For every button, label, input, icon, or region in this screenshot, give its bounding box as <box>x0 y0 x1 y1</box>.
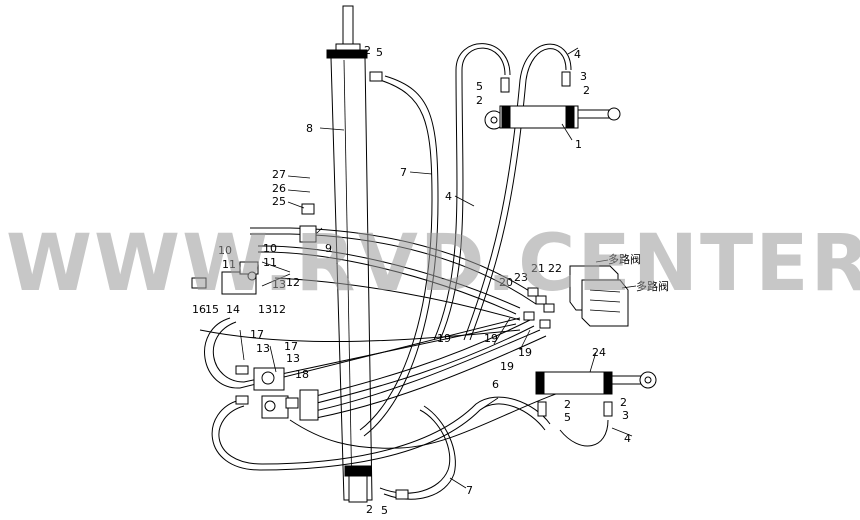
multi-way-valve <box>523 265 629 329</box>
watermark-text: WWW.RVD.CENTER <box>6 219 860 309</box>
callout-1: 1 <box>575 138 582 151</box>
callout-19d: 19 <box>500 360 514 373</box>
callout-20: 20 <box>499 276 513 289</box>
leader-lines <box>239 47 633 489</box>
callout-24: 24 <box>592 346 606 359</box>
callout-5-r: 5 <box>476 80 483 93</box>
valve-label-top: 多路阀 <box>608 252 641 266</box>
callout-5-lr: 5 <box>564 411 571 424</box>
valve-label-bottom: 多路阀 <box>636 279 669 293</box>
callout-13a: 13 <box>272 278 286 291</box>
callout-17b: 17 <box>284 340 298 353</box>
callout-12b: 12 <box>272 303 286 316</box>
callout-23: 23 <box>514 271 528 284</box>
callout-13d: 13 <box>286 352 300 365</box>
callout-2-top: 2 <box>364 44 371 57</box>
callout-11b: 11 <box>263 256 277 269</box>
callout-2-r1: 2 <box>476 94 483 107</box>
callout-12a: 12 <box>286 276 300 289</box>
callout-2-bot: 2 <box>366 503 373 516</box>
callout-9: 9 <box>325 242 332 255</box>
callout-11a: 11 <box>222 258 236 271</box>
callout-21: 21 <box>531 262 545 275</box>
callout-2-rr: 2 <box>620 396 627 409</box>
cylinder-bottom-right <box>535 371 657 395</box>
hose-group <box>199 43 609 500</box>
callout-4-mid: 4 <box>445 190 452 203</box>
callout-22: 22 <box>548 262 562 275</box>
callout-19c: 19 <box>518 346 532 359</box>
callout-16: 16 <box>192 303 206 316</box>
callout-13b: 13 <box>258 303 272 316</box>
callout-5-top: 5 <box>376 46 383 59</box>
callout-7-mid: 7 <box>400 166 407 179</box>
callout-3-rr: 3 <box>622 409 629 422</box>
callout-2-lr: 2 <box>564 398 571 411</box>
callout-10a: 10 <box>218 244 232 257</box>
callout-13c: 13 <box>256 342 270 355</box>
callout-3-r: 3 <box>580 70 587 83</box>
callout-27: 27 <box>272 168 286 181</box>
callout-10b: 10 <box>263 242 277 255</box>
callout-18: 18 <box>295 368 309 381</box>
callout-25: 25 <box>272 195 286 208</box>
callout-17a: 17 <box>250 328 264 341</box>
callout-26: 26 <box>272 182 286 195</box>
callout-14: 14 <box>226 303 240 316</box>
callout-4-top: 4 <box>574 48 581 61</box>
cylinder-top-right <box>484 105 621 130</box>
callout-19a: 19 <box>437 332 451 345</box>
fittings <box>235 71 613 500</box>
callout-6: 6 <box>492 378 499 391</box>
callout-7-bot: 7 <box>466 484 473 497</box>
left-valve-block <box>191 203 317 295</box>
callout-15: 15 <box>205 303 219 316</box>
callout-5-bot: 5 <box>381 504 388 517</box>
lower-valve-block <box>253 367 319 421</box>
callout-8: 8 <box>306 122 313 135</box>
callout-19b: 19 <box>484 332 498 345</box>
callout-4-rr: 4 <box>624 432 631 445</box>
callout-2-r2: 2 <box>583 84 590 97</box>
